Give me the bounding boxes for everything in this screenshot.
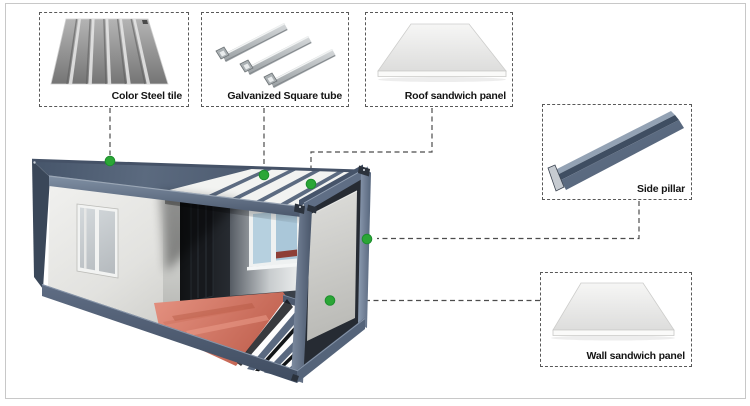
- window-mullion: [95, 209, 99, 272]
- marker-color-steel-tile: [104, 155, 116, 167]
- far-window-glass-right: [276, 210, 297, 261]
- floor-grain: [163, 307, 245, 325]
- end-top-rail: [304, 166, 368, 213]
- rail-highlight: [48, 175, 306, 208]
- rail-highlight: [41, 284, 298, 371]
- callout-label-side-pillar: Side pillar: [637, 183, 685, 195]
- roof-steel-tile-slab: [32, 160, 258, 192]
- framing-gap: [237, 299, 293, 366]
- back-top-rail: [32, 158, 367, 173]
- window-sash-bar: [84, 208, 87, 269]
- front-top-rail: [49, 175, 305, 218]
- connector-side-pillar: [377, 201, 640, 240]
- rail-highlight: [296, 318, 366, 372]
- far-window-glass-left: [253, 212, 271, 264]
- floor-grain: [186, 315, 269, 336]
- connector-roof-sandwich-panel: [310, 108, 433, 178]
- component-markers: [104, 155, 373, 306]
- front-bottom-rail: [42, 284, 297, 383]
- red-floor-surface: [154, 292, 295, 366]
- galvanized-square-tube-image: [215, 22, 336, 88]
- callout-label-galvanized-square-tube: Galvanized Square tube: [227, 90, 342, 102]
- side-wall-window: [76, 203, 119, 279]
- marker-side-pillar: [361, 233, 373, 245]
- end-bottom-rail: [297, 317, 365, 383]
- callout-label-roof-sandwich-panel: Roof sandwich panel: [404, 90, 506, 102]
- casting-speck: [299, 206, 301, 208]
- red-floor: [154, 292, 295, 366]
- roof-beam: [254, 169, 323, 203]
- callout-color-steel-tile: Color Steel tile: [39, 12, 189, 107]
- end-panel-top-edge: [309, 190, 358, 216]
- house-left-end-face: [32, 160, 50, 289]
- front-right-pillar: [291, 205, 312, 383]
- rail-highlight: [303, 166, 369, 204]
- corner-casting: [294, 203, 305, 214]
- back-right-pillar: [358, 168, 371, 328]
- marker-wall-sandwich-panel: [324, 295, 336, 306]
- square-tube: [239, 35, 312, 75]
- interior-cutaway: [154, 191, 365, 380]
- far-window-red-bar: [276, 249, 297, 259]
- callout-roof-sandwich-panel: Roof sandwich panel: [365, 12, 513, 107]
- color-steel-tile-image: [50, 18, 169, 85]
- callout-wall-sandwich-panel: Wall sandwich panel: [540, 272, 692, 367]
- connector-lines: [109, 108, 640, 302]
- callout-label-color-steel-tile: Color Steel tile: [111, 90, 183, 102]
- square-tube: [215, 22, 288, 62]
- corner-casting: [291, 374, 299, 382]
- far-window-sill: [247, 262, 303, 271]
- container-house: [32, 158, 371, 383]
- callout-galvanized-square-tube: Galvanized Square tube: [201, 12, 349, 107]
- end-wall-panel: [307, 190, 357, 341]
- corner-casting: [307, 204, 317, 214]
- roof-beam: [206, 167, 275, 197]
- casting-speck: [33, 161, 36, 164]
- marker-galvanized-square-tube: [258, 169, 270, 181]
- casting-speck: [363, 169, 365, 171]
- floor-grain: [172, 303, 255, 321]
- side-pillar-image: [547, 111, 684, 192]
- roof-beam: [230, 168, 299, 200]
- marker-roof-sandwich-panel: [305, 178, 317, 190]
- roof-sandwich-panel-image: [377, 23, 507, 82]
- wall-sandwich-panel-image: [551, 282, 675, 341]
- callout-label-wall-sandwich-panel: Wall sandwich panel: [586, 350, 686, 362]
- square-tube: [263, 48, 336, 88]
- callout-side-pillar: Side pillar: [542, 104, 692, 200]
